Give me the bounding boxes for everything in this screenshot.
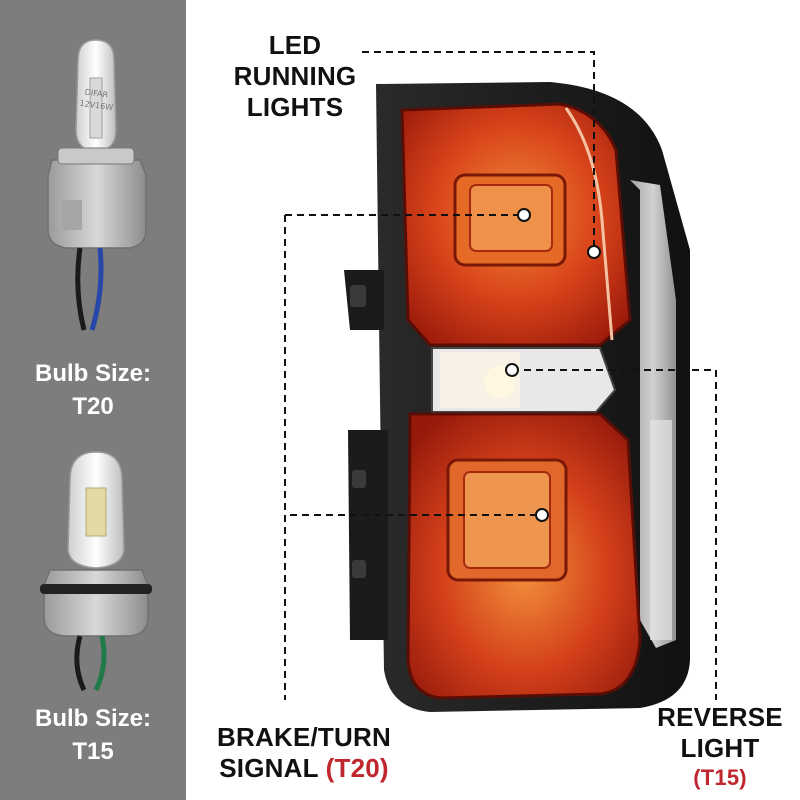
callout-lines bbox=[284, 51, 717, 700]
bulb-code: (T20) bbox=[325, 753, 389, 783]
tail-light-housing bbox=[344, 82, 690, 712]
t15-bulb-size-label: Bulb Size: T15 bbox=[0, 702, 186, 768]
callout-line: BRAKE/TURN bbox=[217, 722, 391, 752]
bulb-size-value: T20 bbox=[72, 393, 114, 420]
bulb-size-caption: Bulb Size: bbox=[34, 705, 151, 732]
callout-line: REVERSE bbox=[657, 702, 783, 732]
callout-line: LIGHTS bbox=[246, 92, 344, 122]
callout-line: LIGHT bbox=[680, 733, 760, 763]
callout-line: SIGNAL bbox=[219, 753, 319, 783]
led-running-lights-callout: LED RUNNING LIGHTS bbox=[230, 30, 360, 123]
t20-bulb-icon: DIFAR 12V16W bbox=[47, 39, 147, 331]
callout-dots bbox=[505, 208, 601, 522]
bulb-code: (T15) bbox=[693, 765, 747, 790]
bulb-size-caption: Bulb Size: bbox=[34, 360, 151, 387]
t20-bulb-size-label: Bulb Size: T20 bbox=[0, 357, 186, 423]
bulb-brand-text: DIFAR bbox=[84, 87, 109, 99]
brake-turn-signal-callout: BRAKE/TURN SIGNAL (T20) bbox=[204, 722, 404, 784]
callout-line: RUNNING bbox=[233, 61, 357, 91]
callout-line: LED bbox=[268, 30, 322, 60]
bulb-size-value: T15 bbox=[72, 738, 114, 765]
reverse-light-callout: REVERSE LIGHT (T15) bbox=[650, 702, 790, 792]
t15-bulb-icon bbox=[40, 451, 152, 692]
